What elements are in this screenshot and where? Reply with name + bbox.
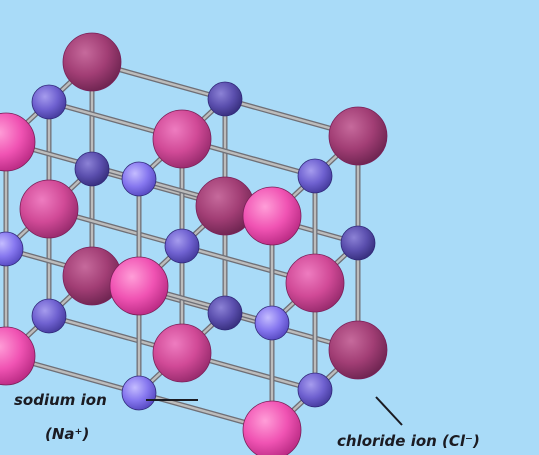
chloride-ion xyxy=(207,81,243,117)
chloride-ion xyxy=(0,231,24,267)
sodium-ion xyxy=(242,186,302,246)
chloride-ion-label: chloride ion (Cl⁻) xyxy=(337,432,480,450)
sodium-ion xyxy=(0,326,36,386)
sodium-ion xyxy=(0,112,36,172)
chloride-ion xyxy=(121,375,157,411)
chloride-ion xyxy=(121,161,157,197)
sodium-ion xyxy=(152,323,212,383)
chloride-ion xyxy=(340,225,376,261)
chloride-leader-line xyxy=(375,396,403,426)
sodium-ion xyxy=(109,256,169,316)
chloride-ion xyxy=(254,305,290,341)
sodium-ion xyxy=(242,400,302,455)
chloride-ion xyxy=(31,298,67,334)
sodium-ion xyxy=(19,179,79,239)
sodium-ion xyxy=(285,253,345,313)
chloride-ion xyxy=(74,151,110,187)
chloride-ion xyxy=(207,295,243,331)
sodium-ion-symbol: (Na⁺) xyxy=(45,425,90,443)
sodium-ion xyxy=(62,32,122,92)
chloride-ion xyxy=(297,372,333,408)
lattice-ions xyxy=(0,32,388,455)
sodium-ion xyxy=(152,109,212,169)
chloride-ion xyxy=(164,228,200,264)
chloride-ion xyxy=(31,84,67,120)
chloride-ion xyxy=(297,158,333,194)
sodium-ion xyxy=(328,320,388,380)
sodium-ion xyxy=(328,106,388,166)
sodium-ion-label: sodium ion xyxy=(14,391,107,409)
